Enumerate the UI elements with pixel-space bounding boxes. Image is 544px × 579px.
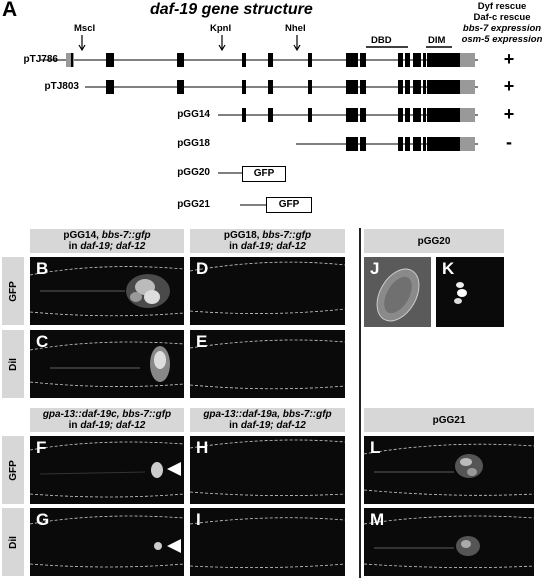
panel-letter-c: C [36,332,49,351]
micrograph-d: D [190,257,345,325]
panel-letter-b: B [36,259,49,278]
construct-label-pgg14: pGG14 [177,109,210,120]
arrowhead-icon [167,462,181,476]
construct-label-ptj803: pTJ803 [44,81,79,92]
panel-letter-j: J [370,259,380,278]
construct-pgg18 [296,137,478,151]
construct-pgg14 [218,108,478,122]
result-pgg14: + [503,104,515,124]
micrograph-j: J [364,257,431,327]
micrograph-l: L [364,436,534,504]
construct-label-pgg18: pGG18 [177,138,210,149]
panel-letter-i: I [196,510,201,529]
micrograph-h: H [190,436,345,504]
panel-letter-m: M [370,510,385,529]
rescue-header: Dyf rescue Daf-c rescue bbs-7 expression… [461,1,543,45]
domain-label-dim: DIM [428,35,446,46]
gfp-box-pgg20: GFP [242,166,286,182]
micrograph-b: B [30,257,184,325]
result-ptj786: + [503,49,515,69]
micrograph-m: M [364,508,534,576]
row-tag-dil-bottom: DiI [2,508,24,576]
panel-letter-f: F [36,438,47,457]
column-divider [359,228,361,578]
construct-label-pgg21: pGG21 [177,199,210,210]
panel-letter-h: H [196,438,209,457]
micrograph-g: G [30,508,184,576]
panel-letter-k: K [442,259,455,278]
micrograph-k: K [436,257,504,327]
panel-letter-e: E [196,332,208,351]
micrograph-i: I [190,508,345,576]
header-pgg21: pGG21 [364,408,534,432]
site-label-kpnI: KpnI [210,23,232,34]
header-pgg20: pGG20 [364,229,504,253]
micrograph-f: F [30,436,184,504]
panel-letter-d: D [196,259,209,278]
panel-letter-l: L [370,438,381,457]
construct-ptj786 [40,53,478,67]
row-tag-gfp-top: GFP [2,257,24,325]
construct-ptj803 [85,80,478,94]
micrograph-c: C [30,330,184,398]
micrograph-e: E [190,330,345,398]
site-label-mscI: MscI [74,23,96,34]
row-tag-gfp-bottom: GFP [2,436,24,504]
panel-letter-a: A [2,0,18,21]
nheI-arrowhead [293,44,301,52]
panel-letter-g: G [36,510,50,529]
gfp-box-pgg21: GFP [266,197,312,213]
construct-label-ptj786: pTJ786 [23,54,58,65]
arrowhead-icon [167,539,181,553]
kpnI-arrowhead [218,44,226,52]
row-tag-dil-top: DiI [2,330,24,398]
construct-label-pgg20: pGG20 [177,167,210,178]
result-ptj803: + [503,76,515,96]
site-label-nheI: NheI [285,23,306,34]
domain-label-dbd: DBD [371,35,392,46]
result-pgg18: - [506,132,512,152]
gene-map [40,35,478,206]
figure-title: daf-19 gene structure [150,1,313,18]
mscI-arrowhead [78,44,86,52]
